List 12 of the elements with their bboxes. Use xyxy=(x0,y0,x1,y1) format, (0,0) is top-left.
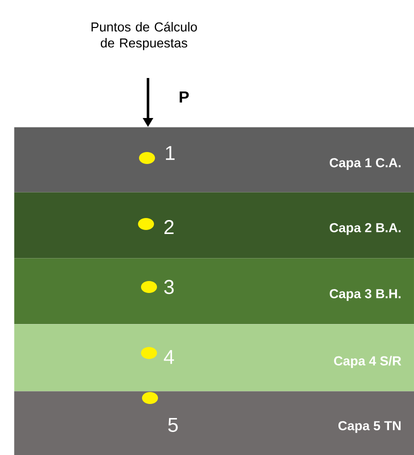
point-number: 4 xyxy=(164,350,174,364)
point-dot xyxy=(139,152,155,164)
point-dot xyxy=(141,347,157,359)
point-number: 5 xyxy=(168,418,178,432)
point-dot xyxy=(141,281,157,293)
point-number: 1 xyxy=(166,146,175,160)
point-number: 2 xyxy=(164,220,174,234)
load-label: P xyxy=(180,92,189,102)
point-number: 3 xyxy=(164,280,174,294)
point-dot xyxy=(138,218,154,230)
point-dot xyxy=(142,392,158,404)
title: Puntos de Cálculo de Respuestas xyxy=(92,22,197,50)
